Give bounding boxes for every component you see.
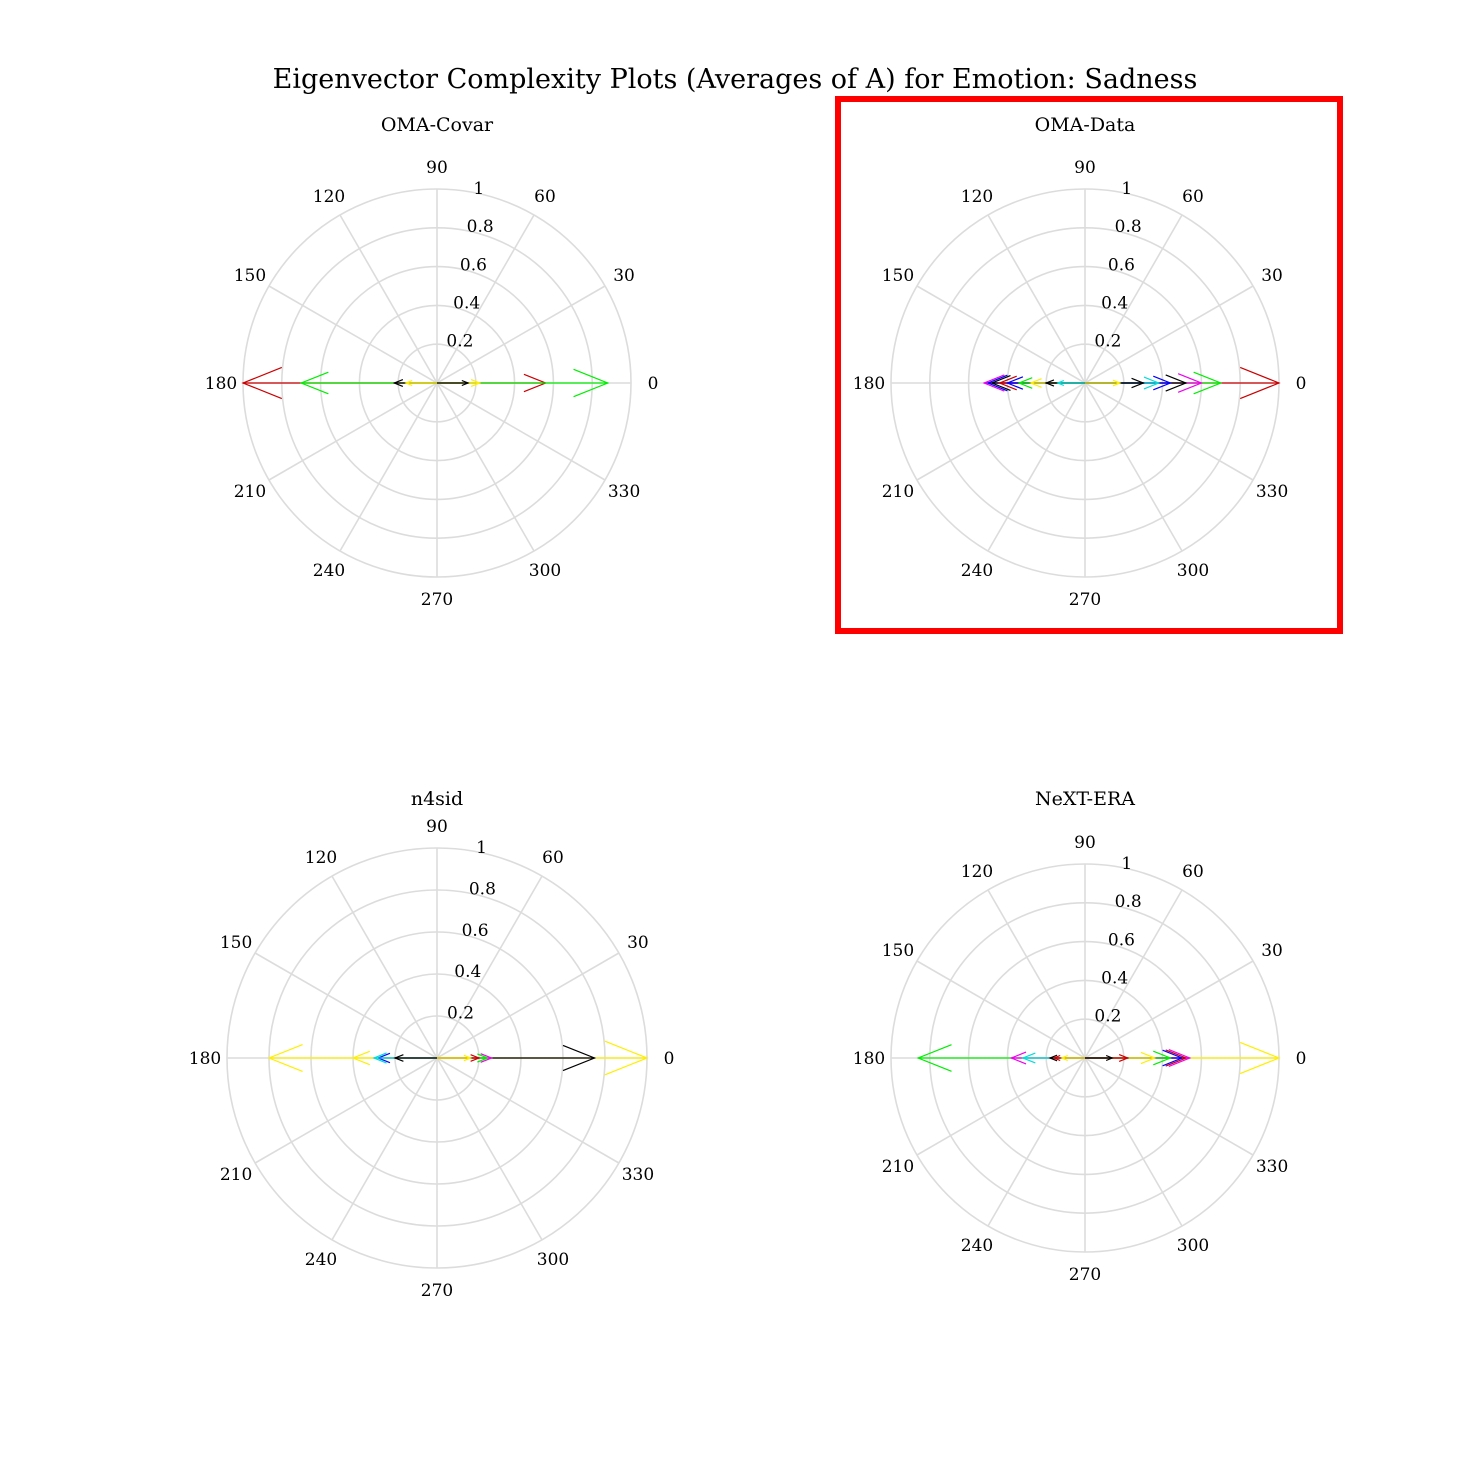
radius-tick-label: 0.8 <box>1115 217 1142 237</box>
angle-tick-label: 90 <box>426 817 448 837</box>
radius-tick-label: 0.2 <box>1094 1007 1121 1027</box>
angle-tick-label: 330 <box>1256 1157 1288 1177</box>
angle-tick-label: 180 <box>853 1049 885 1069</box>
angle-tick-label: 210 <box>220 1165 252 1185</box>
polar-plot-n4sid: n4sid 0 30 60 90 120 150 180 210 240 270 300 330 0.2 0… <box>189 788 675 1301</box>
radius-tick-label: 0.2 <box>446 332 473 352</box>
angle-tick-label: 180 <box>205 374 237 394</box>
radius-tick-label: 1 <box>476 838 487 858</box>
radius-tick-label: 1 <box>1121 854 1132 874</box>
angle-tick-label: 0 <box>648 374 659 394</box>
angle-tick-label: 90 <box>1074 158 1096 178</box>
compass-arrow <box>1060 1054 1085 1062</box>
angle-tick-label: 150 <box>882 941 914 961</box>
angle-tick-label: 330 <box>608 482 640 502</box>
angle-tick-label: 0 <box>1296 1049 1307 1069</box>
compass-arrow <box>437 379 470 387</box>
compass-arrow <box>1056 379 1085 387</box>
compass-arrow <box>404 379 437 387</box>
radius-tick-label: 0.4 <box>453 293 480 313</box>
subplot-title: OMA-Covar <box>381 114 494 136</box>
angle-tick-label: 30 <box>627 933 649 953</box>
angle-tick-label: 210 <box>234 482 266 502</box>
angle-tick-label: 180 <box>853 374 885 394</box>
angle-tick-label: 90 <box>1074 833 1096 853</box>
angle-tick-label: 60 <box>534 187 556 207</box>
radius-tick-label: 0.4 <box>454 962 481 982</box>
angle-tick-label: 240 <box>305 1250 337 1270</box>
radius-tick-label: 0.6 <box>1108 255 1135 275</box>
radius-tick-label: 0.4 <box>1101 968 1128 988</box>
angle-tick-label: 60 <box>1182 187 1204 207</box>
subplot-title: n4sid <box>411 788 463 810</box>
angle-tick-label: 0 <box>1296 374 1307 394</box>
angle-tick-label: 30 <box>613 266 635 286</box>
angle-tick-label: 300 <box>529 561 561 581</box>
subplot-title: NeXT-ERA <box>1035 788 1135 810</box>
angle-tick-label: 270 <box>1069 1265 1101 1285</box>
angle-tick-label: 30 <box>1261 941 1283 961</box>
angle-tick-label: 210 <box>882 1157 914 1177</box>
compass-arrow <box>1085 1054 1114 1062</box>
angle-tick-label: 120 <box>961 187 993 207</box>
angle-tick-label: 0 <box>664 1049 675 1069</box>
radius-tick-label: 0.8 <box>469 879 496 899</box>
angle-tick-label: 300 <box>1177 1236 1209 1256</box>
angle-tick-label: 270 <box>421 1281 453 1301</box>
angle-tick-label: 60 <box>1182 862 1204 882</box>
radius-tick-label: 0.2 <box>1094 332 1121 352</box>
polar-plot-oma-data: OMA-Data 0 30 60 90 120 150 180 210 240 270 300 330 0… <box>853 114 1307 610</box>
angle-tick-label: 120 <box>305 848 337 868</box>
radius-tick-label: 0.2 <box>447 1004 474 1024</box>
radius-tick-label: 0.6 <box>460 255 487 275</box>
highlight-box <box>835 96 1343 634</box>
radius-tick-label: 0.6 <box>462 921 489 941</box>
angle-tick-label: 120 <box>961 862 993 882</box>
angle-tick-label: 270 <box>421 590 453 610</box>
compass-arrow <box>437 1054 473 1062</box>
angle-tick-label: 210 <box>882 482 914 502</box>
angle-tick-label: 180 <box>189 1049 221 1069</box>
polar-plot-next-era: NeXT-ERA 0 30 60 90 120 150 180 210 240 270 300 330 0… <box>853 788 1307 1285</box>
angle-tick-label: 150 <box>882 266 914 286</box>
angle-tick-label: 60 <box>542 848 564 868</box>
radius-tick-label: 1 <box>1121 179 1132 199</box>
angle-tick-label: 30 <box>1261 266 1283 286</box>
angle-tick-label: 240 <box>313 561 345 581</box>
compass-arrow <box>1085 379 1122 387</box>
radius-tick-label: 0.8 <box>1115 892 1142 912</box>
compass-arrow <box>393 1054 437 1062</box>
radius-tick-label: 0.6 <box>1108 930 1135 950</box>
angle-tick-label: 300 <box>1177 561 1209 581</box>
angle-tick-label: 120 <box>313 187 345 207</box>
angle-tick-label: 300 <box>537 1250 569 1270</box>
angle-tick-label: 330 <box>1256 482 1288 502</box>
radius-tick-label: 1 <box>473 179 484 199</box>
subplot-title: OMA-Data <box>1035 114 1136 136</box>
angle-tick-label: 240 <box>961 1236 993 1256</box>
angle-tick-label: 150 <box>220 933 252 953</box>
radius-tick-label: 0.8 <box>467 217 494 237</box>
angle-tick-label: 240 <box>961 561 993 581</box>
angle-tick-label: 150 <box>234 266 266 286</box>
angle-tick-label: 330 <box>622 1165 654 1185</box>
figure-title: Eigenvector Complexity Plots (Averages o… <box>273 64 1198 95</box>
angle-tick-label: 90 <box>426 158 448 178</box>
angle-tick-label: 270 <box>1069 590 1101 610</box>
radius-tick-label: 0.4 <box>1101 293 1128 313</box>
polar-plot-oma-covar: OMA-Covar 0 30 60 90 120 150 180 210 240 270 300 330… <box>205 114 659 610</box>
